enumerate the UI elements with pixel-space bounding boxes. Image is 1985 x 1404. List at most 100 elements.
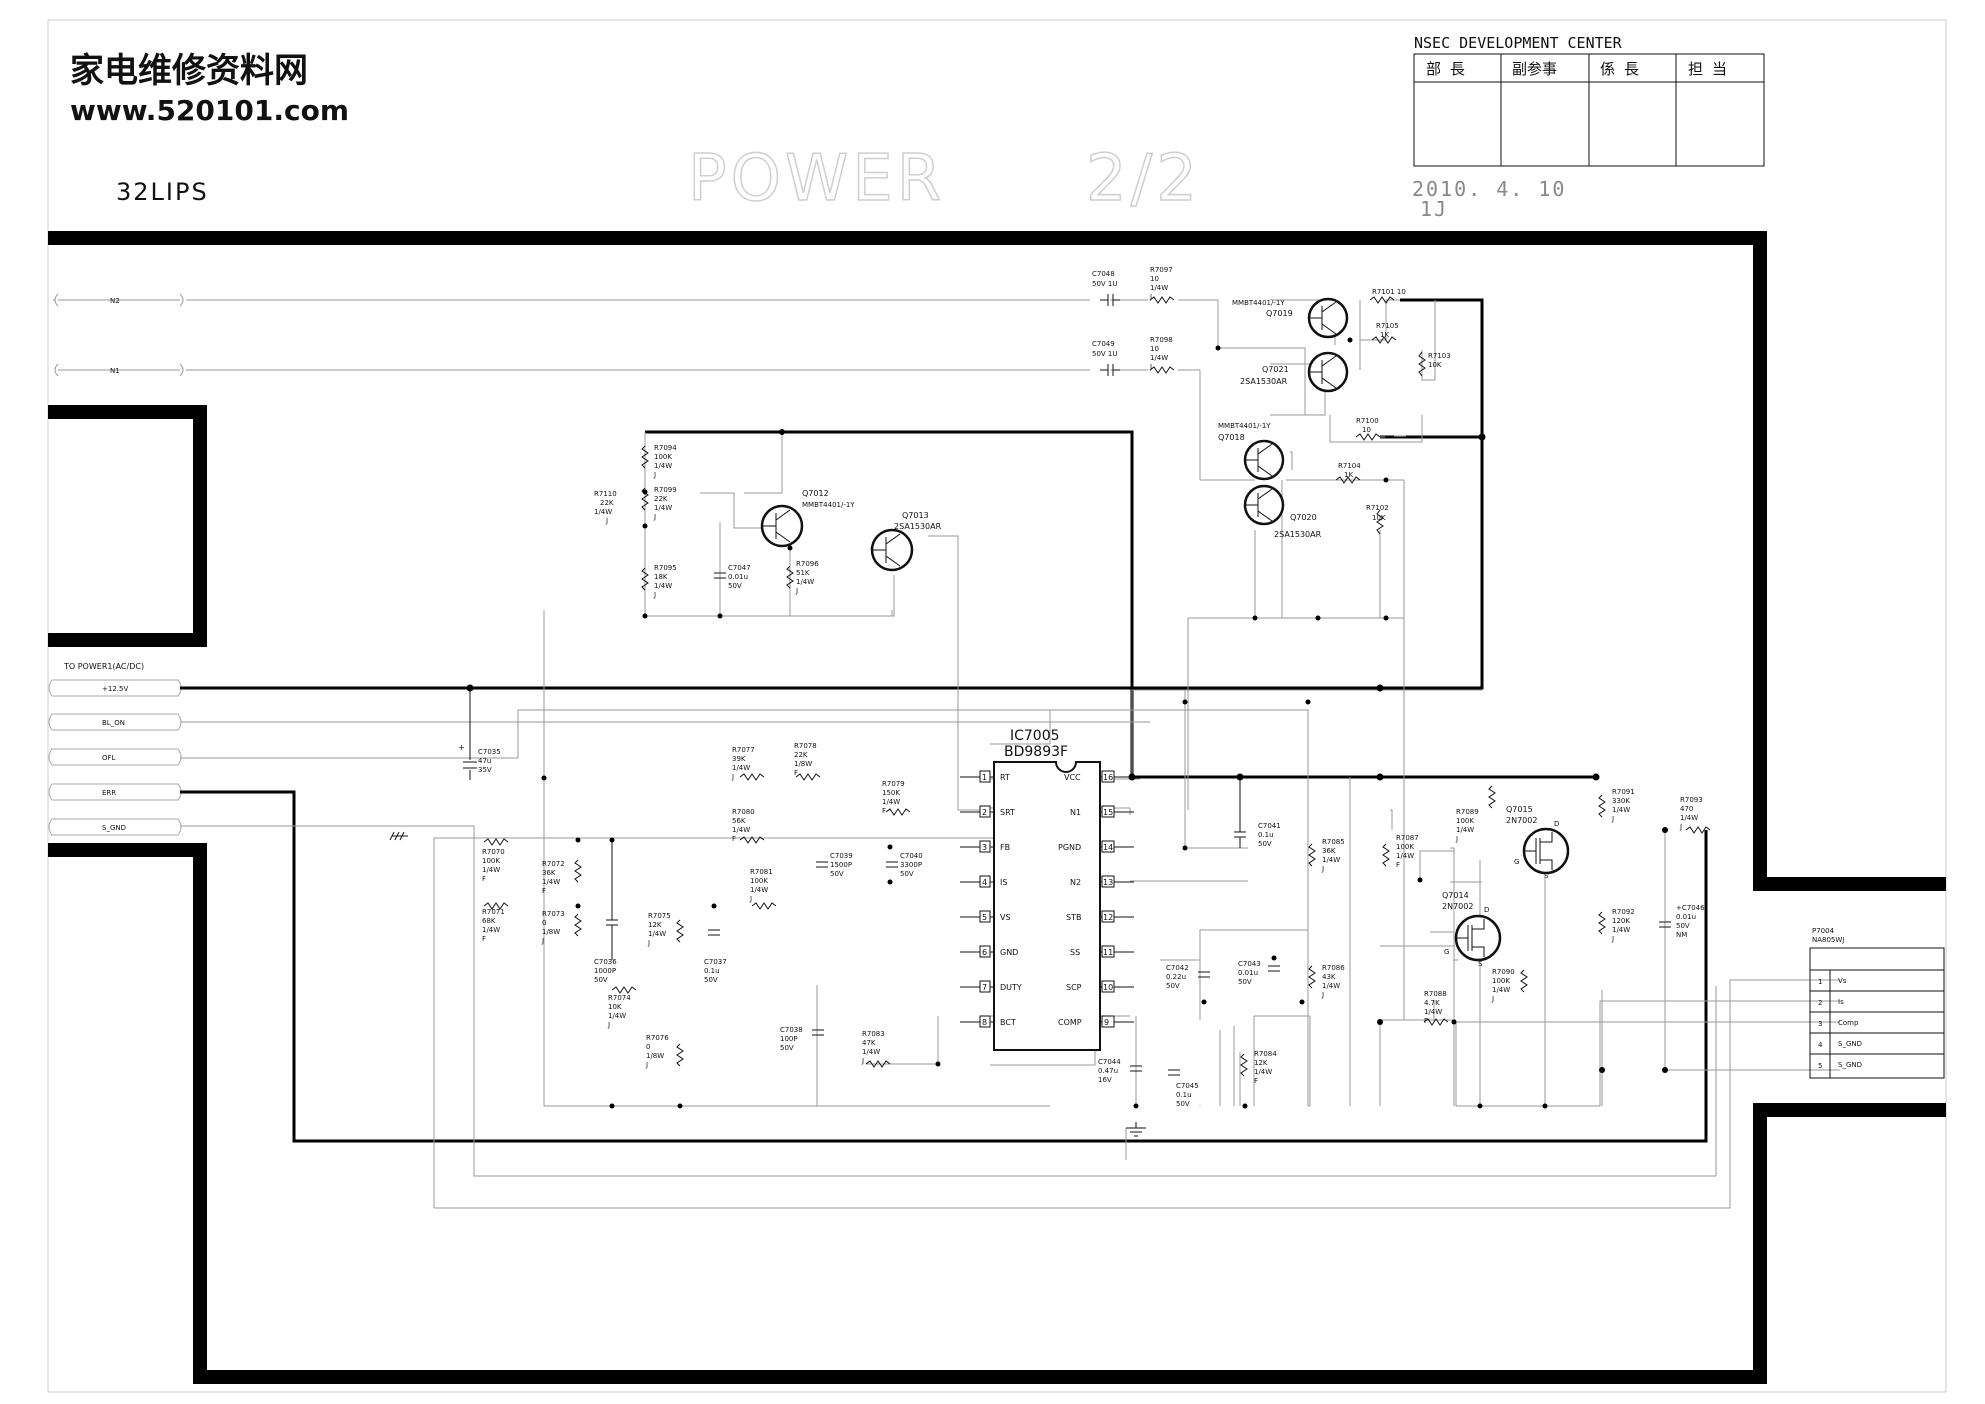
svg-text:39K: 39K xyxy=(732,755,746,763)
svg-text:10K: 10K xyxy=(1428,361,1442,369)
svg-text:R7090: R7090 xyxy=(1492,968,1515,976)
svg-text:10: 10 xyxy=(1150,275,1159,283)
approval-col-3: 係 長 xyxy=(1600,60,1639,78)
center-name: NSEC DEVELOPMENT CENTER xyxy=(1414,34,1623,52)
svg-text:R7097: R7097 xyxy=(1150,266,1173,274)
ic-pins-right: 16 15 14 13 12 11 10 9 VCC N1 PGND N2 ST… xyxy=(1058,770,1134,1028)
svg-text:R7101 10: R7101 10 xyxy=(1372,288,1406,296)
svg-text:R7103: R7103 xyxy=(1428,352,1451,360)
svg-text:J: J xyxy=(653,471,656,479)
svg-text:150K: 150K xyxy=(882,789,900,797)
svg-text:R7089: R7089 xyxy=(1456,808,1479,816)
svg-text:1/4W: 1/4W xyxy=(1612,926,1630,934)
svg-text:R7102: R7102 xyxy=(1366,504,1389,512)
transistor-q7018: MMBT4401/-1Y Q7018 xyxy=(1218,422,1285,481)
pin-name-n1: N1 xyxy=(1070,808,1081,817)
svg-text:R7074: R7074 xyxy=(608,994,631,1002)
logo-url: www.520101.com xyxy=(70,94,349,127)
svg-text:F: F xyxy=(482,935,486,943)
svg-text:1/4W: 1/4W xyxy=(732,764,750,772)
svg-text:50V: 50V xyxy=(704,976,718,984)
transistor-q7021: Q7021 2SA1530AR xyxy=(1240,351,1349,393)
pin-name-fb: FB xyxy=(1000,843,1010,852)
svg-text:C7035: C7035 xyxy=(478,748,501,756)
svg-text:1/4W: 1/4W xyxy=(882,798,900,806)
svg-text:Q7012: Q7012 xyxy=(802,489,829,498)
svg-text:R7080: R7080 xyxy=(732,808,755,816)
svg-text:D: D xyxy=(1484,906,1489,914)
svg-text:C7044: C7044 xyxy=(1098,1058,1121,1066)
pin-name-pgnd: PGND xyxy=(1058,843,1081,852)
svg-text:50V 1U: 50V 1U xyxy=(1092,350,1118,358)
p7004-name-comp: Comp xyxy=(1838,1019,1859,1027)
p7004-pin-3: 3 xyxy=(1818,1020,1822,1028)
svg-text:100K: 100K xyxy=(482,857,500,865)
ic-ref: IC7005 xyxy=(1010,728,1060,744)
svg-text:10K: 10K xyxy=(1372,514,1386,522)
pin-num-7: 7 xyxy=(982,983,987,992)
transistor-q7020: Q7020 2SA1530AR xyxy=(1243,484,1322,539)
svg-text:1/8W: 1/8W xyxy=(646,1052,664,1060)
svg-text:43K: 43K xyxy=(1322,973,1336,981)
svg-text:R7077: R7077 xyxy=(732,746,755,754)
svg-text:R7085: R7085 xyxy=(1322,838,1345,846)
svg-text:Q7015: Q7015 xyxy=(1506,805,1533,814)
signal-err: ERR xyxy=(102,789,116,797)
svg-text:J: J xyxy=(605,517,608,525)
svg-text:R7075: R7075 xyxy=(648,912,671,920)
svg-text:G: G xyxy=(1444,948,1449,956)
p7004-name-is: Is xyxy=(1838,998,1844,1006)
svg-text:1/8W: 1/8W xyxy=(794,760,812,768)
svg-text:1/4W: 1/4W xyxy=(542,878,560,886)
board-frame xyxy=(48,231,1946,1384)
signal-bl-on: BL_ON xyxy=(102,719,125,727)
svg-text:16V: 16V xyxy=(1098,1076,1112,1084)
svg-text:C7038: C7038 xyxy=(780,1026,803,1034)
pin-num-8: 8 xyxy=(982,1018,987,1027)
svg-text:47K: 47K xyxy=(862,1039,876,1047)
svg-text:NM: NM xyxy=(1676,931,1687,939)
approval-col-4: 担 当 xyxy=(1688,60,1727,78)
svg-text:1/4W: 1/4W xyxy=(648,930,666,938)
transistor-q7015: Q7015 2N7002 D G S xyxy=(1506,805,1570,880)
svg-text:12K: 12K xyxy=(648,921,662,929)
watermark-logo: 家电维修资料网 www.520101.com xyxy=(70,51,349,127)
svg-text:R7094: R7094 xyxy=(654,444,677,452)
svg-text:0.47u: 0.47u xyxy=(1098,1067,1118,1075)
svg-text:50V: 50V xyxy=(594,976,608,984)
title-block: NSEC DEVELOPMENT CENTER 部 長 副参事 係 長 担 当 … xyxy=(1412,34,1765,221)
signal-12v5: +12.5V xyxy=(102,685,128,693)
svg-text:100K: 100K xyxy=(1492,977,1510,985)
svg-text:Q7021: Q7021 xyxy=(1262,365,1289,374)
svg-text:C7036: C7036 xyxy=(594,958,617,966)
svg-text:1/4W: 1/4W xyxy=(482,866,500,874)
svg-text:1/4W: 1/4W xyxy=(1322,982,1340,990)
svg-text:R7087: R7087 xyxy=(1396,834,1419,842)
model-label: 32LIPS xyxy=(116,178,209,206)
svg-text:0.01u: 0.01u xyxy=(728,573,748,581)
svg-text:C7047: C7047 xyxy=(728,564,751,572)
svg-text:J: J xyxy=(645,1061,648,1069)
p7004-pin-5: 5 xyxy=(1818,1062,1822,1070)
logo-chinese: 家电维修资料网 xyxy=(70,51,308,91)
svg-text:J: J xyxy=(653,513,656,521)
svg-text:J: J xyxy=(1611,815,1614,823)
pin-num-5: 5 xyxy=(982,913,987,922)
pin-num-2: 2 xyxy=(982,808,987,817)
svg-text:1/4W: 1/4W xyxy=(750,886,768,894)
p7004-ref: P7004 xyxy=(1812,927,1835,935)
